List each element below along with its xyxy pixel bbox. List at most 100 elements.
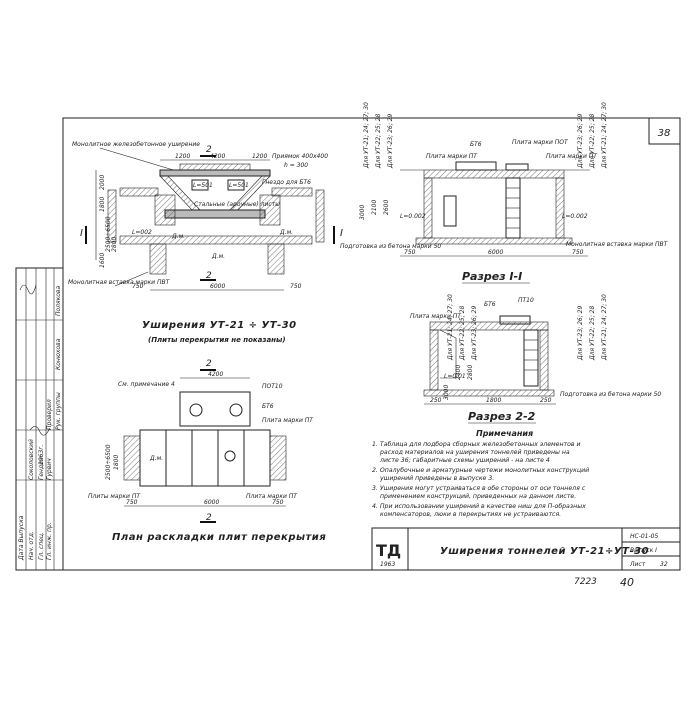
pb-bt6: БТ6 xyxy=(262,403,274,410)
s2-vert-r2: Для УТ-22; 25; 28 xyxy=(589,306,596,361)
section-2-caption: Разрез 2-2 xyxy=(468,410,536,423)
sec-mark-I-right: I xyxy=(340,228,343,239)
pb-dim-range: 2500÷6500 xyxy=(105,444,112,480)
s2-dim-2400: 2400 xyxy=(455,365,462,380)
bottom-num: 7223 xyxy=(574,577,597,587)
dim-2800: 2800 xyxy=(111,237,118,252)
pb-dim-6000: 6000 xyxy=(204,499,219,506)
pb-dim-1800: 1800 xyxy=(113,455,120,470)
section-2: Для УТ-21; 24; 27; 30 Для УТ-22; 25; 28 … xyxy=(410,294,661,424)
title-block: ТД 1963 Уширения тоннелей УТ-21÷УТ-30 НС… xyxy=(371,527,681,589)
notes: Примечания 1. Таблица для подбора сборны… xyxy=(372,429,589,518)
notes-title: Примечания xyxy=(476,429,533,438)
section-1: Для УТ-21; 24; 27; 30 Для УТ-22; 25; 28 … xyxy=(340,102,669,284)
dim-1800: 1800 xyxy=(99,197,106,212)
note-1c: листе 36; габаритные схемы уширений - на… xyxy=(379,456,550,464)
dim-4200: 4200 xyxy=(210,153,225,160)
note-3b: применением конструкций, приведенных на … xyxy=(380,493,576,500)
stamp-name-3: Гурвич xyxy=(46,458,53,480)
pb-label-note: См. примечание 4 xyxy=(118,381,175,388)
plan-bottom: 2 См. примечание 4 ПОТ10 БТ6 Плита марки… xyxy=(88,359,326,543)
s1-vert-mid: Для УТ-22; 25; 28 xyxy=(375,114,382,169)
s1-dim-2600: 2600 xyxy=(383,200,390,215)
signature-2 xyxy=(29,426,51,436)
dim-1200-a: 1200 xyxy=(175,153,190,160)
pb-dim-750-a: 750 xyxy=(126,499,138,506)
d-label-1: Д.м. xyxy=(171,233,185,240)
bottom-num2: 40 xyxy=(620,576,634,589)
s1-podgot: Подготовка из бетона марки 50 xyxy=(340,243,441,250)
pb-dim-4200: 4200 xyxy=(208,371,223,378)
s1-plita-pt2: Плита марки ПТ xyxy=(546,153,598,160)
s2-dim-1800: 1800 xyxy=(486,397,501,404)
plan-top-caption: Уширения УТ-21 ÷ УТ-30 xyxy=(142,320,297,331)
s1-dim-2100: 2100 xyxy=(371,200,378,215)
section-1-caption: Разрез I-I xyxy=(462,270,522,283)
s1-l-left: L=0.002 xyxy=(400,213,426,220)
pb-sec-mark-bot: 2 xyxy=(206,513,212,523)
l-label-1: L=501 xyxy=(193,182,213,189)
note-4a: 4. При использовании уширений в качестве… xyxy=(372,502,586,510)
title-text: Уширения тоннелей УТ-21÷УТ-30 xyxy=(440,546,649,557)
pb-dim-750-b: 750 xyxy=(272,499,284,506)
note-1b: расход материалов на уширения тоннелей п… xyxy=(379,449,570,456)
stamp-name-5: Полякова xyxy=(55,286,62,316)
sec-mark-I-left: I xyxy=(80,228,83,239)
s1-l-right: L=0.002 xyxy=(562,213,588,220)
s2-l-label: L=0.01 xyxy=(444,373,466,380)
dim-750-b: 750 xyxy=(290,283,302,290)
label-prileg: Приямок 400х400 xyxy=(272,153,328,160)
s1-vert-r1: Для УТ-23; 26; 29 xyxy=(577,114,584,169)
stamp-role-5: Проверил xyxy=(46,399,53,430)
pb-pt-left: Плиты марки ПТ xyxy=(88,493,141,500)
s1-dim-6000: 6000 xyxy=(488,249,503,256)
s2-dim-3000: 3000 xyxy=(443,385,450,400)
pb-pt: Плита марки ПТ xyxy=(262,417,314,424)
plan-bottom-caption: План раскладки плит перекрытия xyxy=(112,532,326,543)
note-4b: компенсаторов, люки в перекрытиях не уст… xyxy=(380,511,561,518)
s2-vert-mid2: Для УТ-23; 26; 29 xyxy=(471,306,478,361)
plan-top-sub: (Плиты перекрытия не показаны) xyxy=(148,336,286,344)
d-label-2: Д.м. xyxy=(211,253,225,260)
label-h: h = 300 xyxy=(284,162,308,169)
s2-dim-250-b: 250 xyxy=(540,397,552,404)
s2-vert-r1: Для УТ-23; 26; 29 xyxy=(577,306,584,361)
s1-dim-750-a: 750 xyxy=(404,249,416,256)
s1-bt6: БТ6 xyxy=(470,141,482,148)
label-hole: Гнездо для БТ6 xyxy=(262,179,311,186)
s2-vert-r3: Для УТ-21; 24; 27; 30 xyxy=(601,294,608,361)
l-label-2: L=501 xyxy=(229,182,249,189)
sheet-no: 32 xyxy=(660,561,668,568)
stamp-role-4: Рук. группы xyxy=(55,392,62,430)
stamp-role-1: Нач. отд. xyxy=(28,531,35,560)
label-monolith-bot: Монолитная вставка марки ПВТ xyxy=(68,279,171,286)
sec-mark-2-top: 2 xyxy=(206,145,212,155)
stamp-name-1: Соколовский xyxy=(28,439,35,480)
sec-mark-2-bot: 2 xyxy=(206,271,212,281)
plan-top: Монолитное железобетонное уширение Приям… xyxy=(68,141,343,344)
doc-code: НС-01-05 xyxy=(630,533,658,540)
s1-dim-3000: 3000 xyxy=(359,205,366,220)
sheet-number-box xyxy=(648,117,681,145)
dim-6000: 6000 xyxy=(210,283,225,290)
dim-1600: 1600 xyxy=(99,253,106,268)
dim-1200-b: 1200 xyxy=(252,153,267,160)
s2-plita: Плита марки ПТ xyxy=(410,313,462,320)
s1-vstavka: Монолитная вставка марки ПВТ xyxy=(566,241,669,248)
s2-dim-2800: 2800 xyxy=(467,365,474,380)
s1-plita-pt: Плита марки ПТ xyxy=(426,153,478,160)
s2-dim-250-a: 250 xyxy=(430,397,442,404)
dim-range: 2500÷6500 xyxy=(105,216,112,252)
stamp-header: Дата Выпуска xyxy=(18,515,25,561)
note-1a: 1. Таблица для подбора сборных железобет… xyxy=(372,440,581,448)
note-2a: 2. Опалубочные и арматурные чертежи моно… xyxy=(372,466,589,474)
s1-vert-r2: Для УТ-22; 25; 28 xyxy=(589,114,596,169)
stamp-role-3: Гл. инж. пр. xyxy=(46,522,53,560)
label-monolith-top: Монолитное железобетонное уширение xyxy=(72,141,200,148)
l-label-3: L=002 xyxy=(132,229,152,236)
left-stamp: Дата Выпуска Нач. отд. Соколовский Гл. с… xyxy=(15,267,64,571)
s1-vert-left: Для УТ-21; 24; 27; 30 xyxy=(363,102,370,169)
s1-plita-pot: Плита марки ПОТ xyxy=(512,139,569,146)
